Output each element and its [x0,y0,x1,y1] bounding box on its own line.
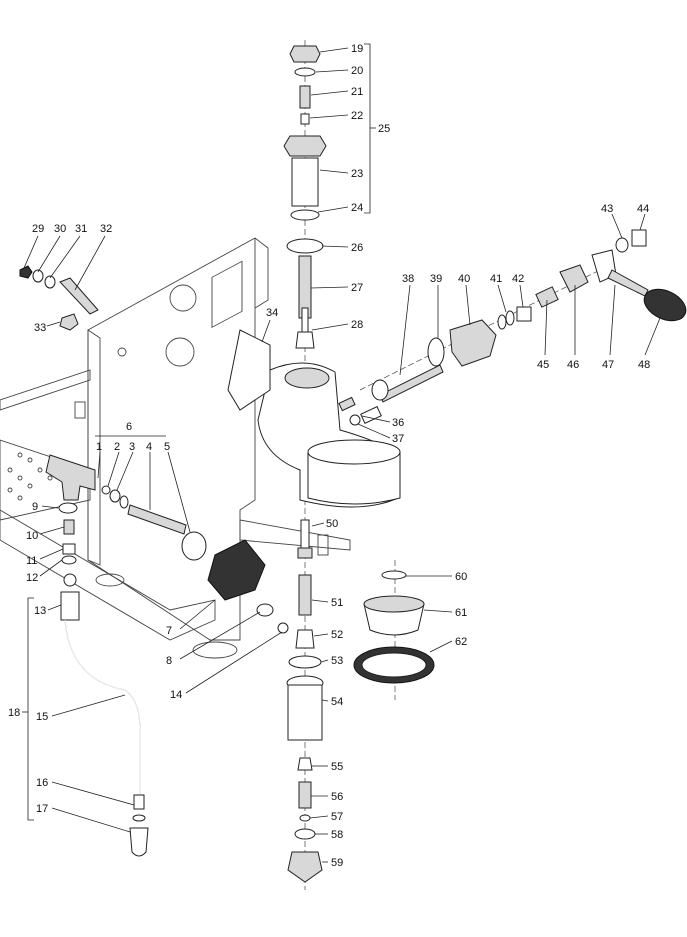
part-label-24: 24 [351,202,363,214]
part-label-13: 13 [34,605,46,617]
part-label-40: 40 [458,273,470,285]
part-label-15: 15 [36,711,48,723]
part-label-50: 50 [326,518,338,530]
part-labels: 19 20 21 22 25 23 24 26 27 28 29 30 31 3… [8,43,650,869]
part-label-31: 31 [75,223,87,235]
steam-tap-assembly [338,229,687,426]
part-label-28: 28 [351,319,363,331]
part-label-29: 29 [32,223,44,235]
part-label-44: 44 [637,203,649,215]
part-label-60: 60 [455,571,467,583]
part-label-55: 55 [331,761,343,773]
part-label-43: 43 [601,203,613,215]
leader-lines [23,47,661,863]
part-label-3: 3 [129,441,135,453]
part-label-58: 58 [331,829,343,841]
part-label-19: 19 [351,43,363,55]
part-label-10: 10 [26,530,38,542]
part-label-42: 42 [512,273,524,285]
part-label-38: 38 [402,273,414,285]
part-label-53: 53 [331,655,343,667]
left-fittings [19,265,99,331]
part-label-27: 27 [351,282,363,294]
water-tap-assembly [45,454,289,857]
part-label-23: 23 [351,168,363,180]
brew-group-parts [286,439,435,883]
drip-tray-holes [7,452,53,501]
part-label-62: 62 [455,636,467,648]
part-label-11: 11 [26,555,37,567]
part-label-51: 51 [331,597,343,609]
part-label-45: 45 [537,359,549,371]
part-label-33: 33 [34,322,46,334]
part-label-1: 1 [96,441,102,453]
part-label-57: 57 [331,811,343,823]
part-label-17: 17 [36,803,48,815]
part-label-20: 20 [351,65,363,77]
part-label-26: 26 [351,242,363,254]
part-label-39: 39 [430,273,442,285]
part-label-2: 2 [114,441,120,453]
part-label-46: 46 [567,359,579,371]
part-label-37: 37 [392,433,404,445]
part-label-61: 61 [455,607,467,619]
part-label-16: 16 [36,777,48,789]
part-label-48: 48 [638,359,650,371]
part-label-12: 12 [26,572,38,584]
part-label-59: 59 [331,857,343,869]
part-label-56: 56 [331,791,343,803]
part-label-9: 9 [32,501,38,513]
part-label-6: 6 [126,421,132,433]
part-label-41: 41 [490,273,502,285]
part-label-14: 14 [170,689,182,701]
part-label-8: 8 [166,655,172,667]
part-label-32: 32 [100,223,112,235]
part-label-30: 30 [54,223,66,235]
part-label-36: 36 [392,417,404,429]
machine-frame [0,237,351,659]
part-label-34: 34 [266,307,278,319]
part-label-47: 47 [602,359,614,371]
part-label-54: 54 [331,696,343,708]
part-label-22: 22 [351,110,363,122]
part-label-25: 25 [378,123,390,135]
part-label-18: 18 [8,707,20,719]
part-label-7: 7 [166,625,172,637]
part-label-21: 21 [351,86,363,98]
part-label-5: 5 [164,441,170,453]
part-label-52: 52 [331,629,343,641]
steam-valve-assembly [227,45,399,508]
part-label-4: 4 [146,441,152,453]
